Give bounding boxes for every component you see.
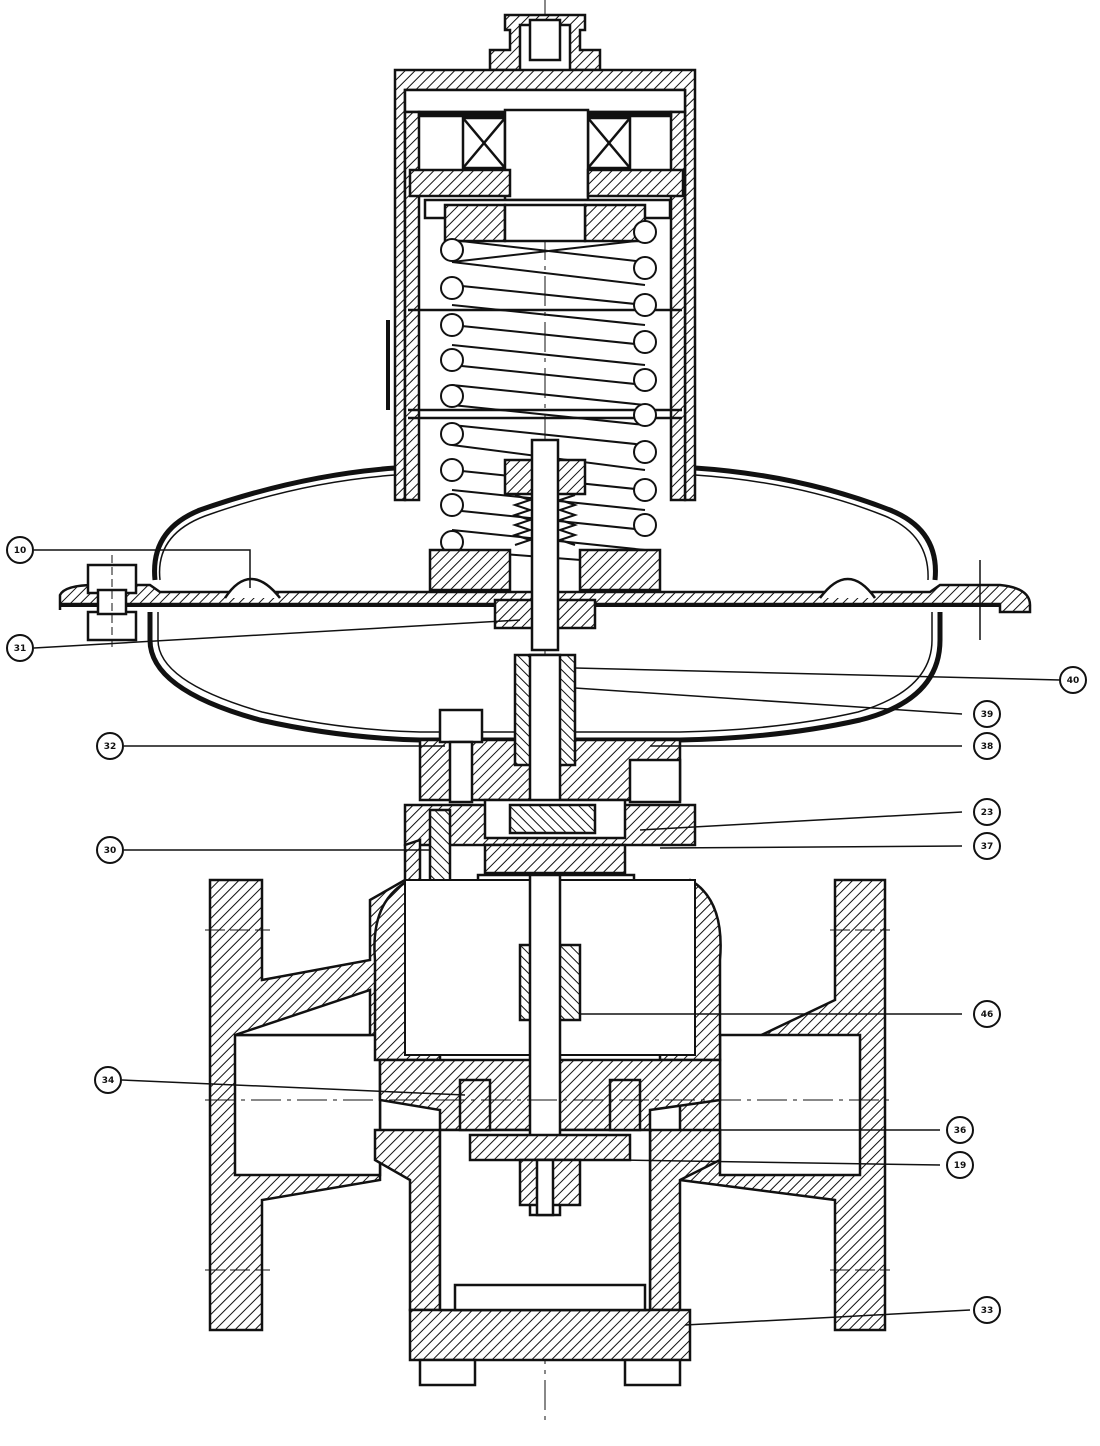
adjusting-nut — [408, 108, 685, 202]
diaphragm-hub — [428, 438, 662, 652]
upper-diaphragm-case — [152, 465, 938, 581]
callout-30: 30 — [96, 836, 124, 864]
callout-38: 38 — [973, 732, 1001, 760]
callout-40: 40 — [1059, 666, 1087, 694]
callout-label-38: 38 — [981, 742, 994, 752]
callout-label-46: 46 — [981, 1010, 994, 1020]
valve-plug — [458, 873, 642, 1217]
callout-32: 32 — [96, 732, 124, 760]
callout-37: 37 — [973, 832, 1001, 860]
callout-label-19: 19 — [954, 1161, 967, 1171]
callout-label-36: 36 — [954, 1126, 967, 1136]
callout-33: 33 — [973, 1296, 1001, 1324]
callout-34: 34 — [94, 1066, 122, 1094]
callout-23: 23 — [973, 798, 1001, 826]
callout-19: 19 — [946, 1151, 974, 1179]
callout-label-40: 40 — [1067, 676, 1080, 686]
small-spring — [511, 494, 579, 546]
upper-spring-plate — [423, 198, 672, 243]
callout-39: 39 — [973, 700, 1001, 728]
flange-bolt — [86, 555, 138, 650]
callout-label-32: 32 — [104, 742, 117, 752]
leader-lines — [33, 549, 1061, 1326]
callout-label-37: 37 — [981, 842, 994, 852]
callout-label-10: 10 — [14, 546, 27, 556]
callout-label-30: 30 — [104, 846, 117, 856]
callout-36: 36 — [946, 1116, 974, 1144]
callout-label-23: 23 — [981, 808, 994, 818]
callout-label-39: 39 — [981, 710, 994, 720]
callout-label-34: 34 — [102, 1076, 115, 1086]
callout-46: 46 — [973, 1000, 1001, 1028]
callout-31: 31 — [6, 634, 34, 662]
callout-label-33: 33 — [981, 1306, 994, 1316]
callout-10: 10 — [6, 536, 34, 564]
callout-label-31: 31 — [14, 644, 27, 654]
